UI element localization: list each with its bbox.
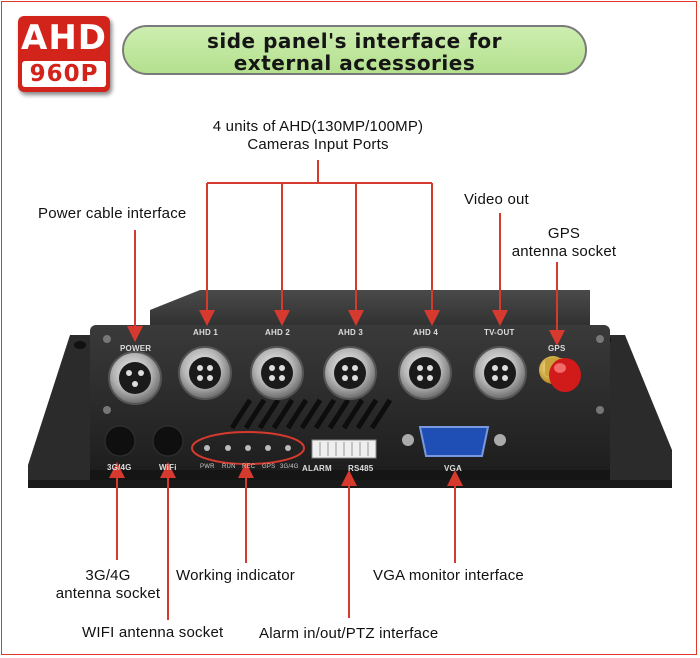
- callout-gps-line2: antenna socket: [511, 243, 617, 260]
- led-label-pwr: PWR: [200, 464, 215, 470]
- panel-label-tvout: TV-OUT: [484, 328, 515, 337]
- panel-label-power: POWER: [120, 344, 152, 353]
- tv-out-connector: [473, 346, 527, 400]
- callout-vga-monitor: VGA monitor interface: [373, 567, 524, 584]
- ahd-960p-logo: AHD 960P: [18, 16, 110, 92]
- callout-gps-line1: GPS: [547, 225, 581, 242]
- screw-icon: [596, 406, 604, 414]
- callout-arrows: [109, 160, 565, 620]
- panel-label-ahd1: AHD 1: [193, 328, 219, 337]
- logo-resolution-text: 960P: [22, 61, 106, 87]
- panel-label-wifi: WiFi: [159, 463, 177, 472]
- callout-cameras-line2: Cameras Input Ports: [247, 136, 389, 153]
- device-top-cover: [150, 290, 590, 330]
- callout-power: Power cable interface: [38, 205, 187, 222]
- mounting-flange-left: [28, 335, 90, 480]
- title-banner: side panel's interface for external acce…: [122, 25, 587, 75]
- ahd4-connector: [398, 346, 452, 400]
- callout-working-indicator: Working indicator: [176, 567, 296, 584]
- alarm-terminal-block: [311, 439, 377, 459]
- panel-label-ahd4: AHD 4: [413, 328, 439, 337]
- screw-icon: [103, 406, 111, 414]
- led-label-run: RUN: [222, 464, 236, 470]
- panel-label-rs485: RS485: [348, 464, 374, 473]
- banner-line-1: side panel's interface for: [206, 29, 503, 53]
- panel-label-3g4g: 3G/4G: [107, 463, 132, 472]
- wifi-antenna-plug: [152, 425, 184, 457]
- led-label-rec: REC: [242, 464, 256, 470]
- callout-alarm: Alarm in/out/PTZ interface: [259, 625, 439, 642]
- panel-label-vga: VGA: [444, 464, 462, 473]
- power-connector: [108, 351, 162, 405]
- logo-ahd-text: AHD: [21, 18, 107, 58]
- callout-cameras-line1: 4 units of AHD(130MP/100MP): [212, 118, 424, 135]
- led-label-3g4g: 3G/4G: [280, 464, 299, 470]
- callout-wifi: WIFI antenna socket: [82, 624, 224, 641]
- ahd1-connector: [178, 346, 232, 400]
- led-label-gps: GPS: [262, 464, 276, 470]
- callout-3g4g-line2: antenna socket: [55, 585, 161, 602]
- gps-antenna-socket: [539, 356, 581, 392]
- panel-label-gps: GPS: [548, 344, 566, 353]
- panel-label-ahd2: AHD 2: [265, 328, 291, 337]
- 3g4g-antenna-plug: [104, 425, 136, 457]
- screw-icon: [596, 335, 604, 343]
- banner-line-2: external accessories: [233, 51, 476, 75]
- callout-video-out: Video out: [464, 191, 529, 208]
- ahd3-connector: [323, 346, 377, 400]
- ahd2-connector: [250, 346, 304, 400]
- screw-icon: [103, 335, 111, 343]
- vent-slots: [229, 398, 393, 430]
- panel-label-alarm: ALARM: [302, 464, 332, 473]
- vga-port: [402, 426, 506, 457]
- panel-label-ahd3: AHD 3: [338, 328, 364, 337]
- callout-3g4g-line1: 3G/4G: [85, 567, 131, 584]
